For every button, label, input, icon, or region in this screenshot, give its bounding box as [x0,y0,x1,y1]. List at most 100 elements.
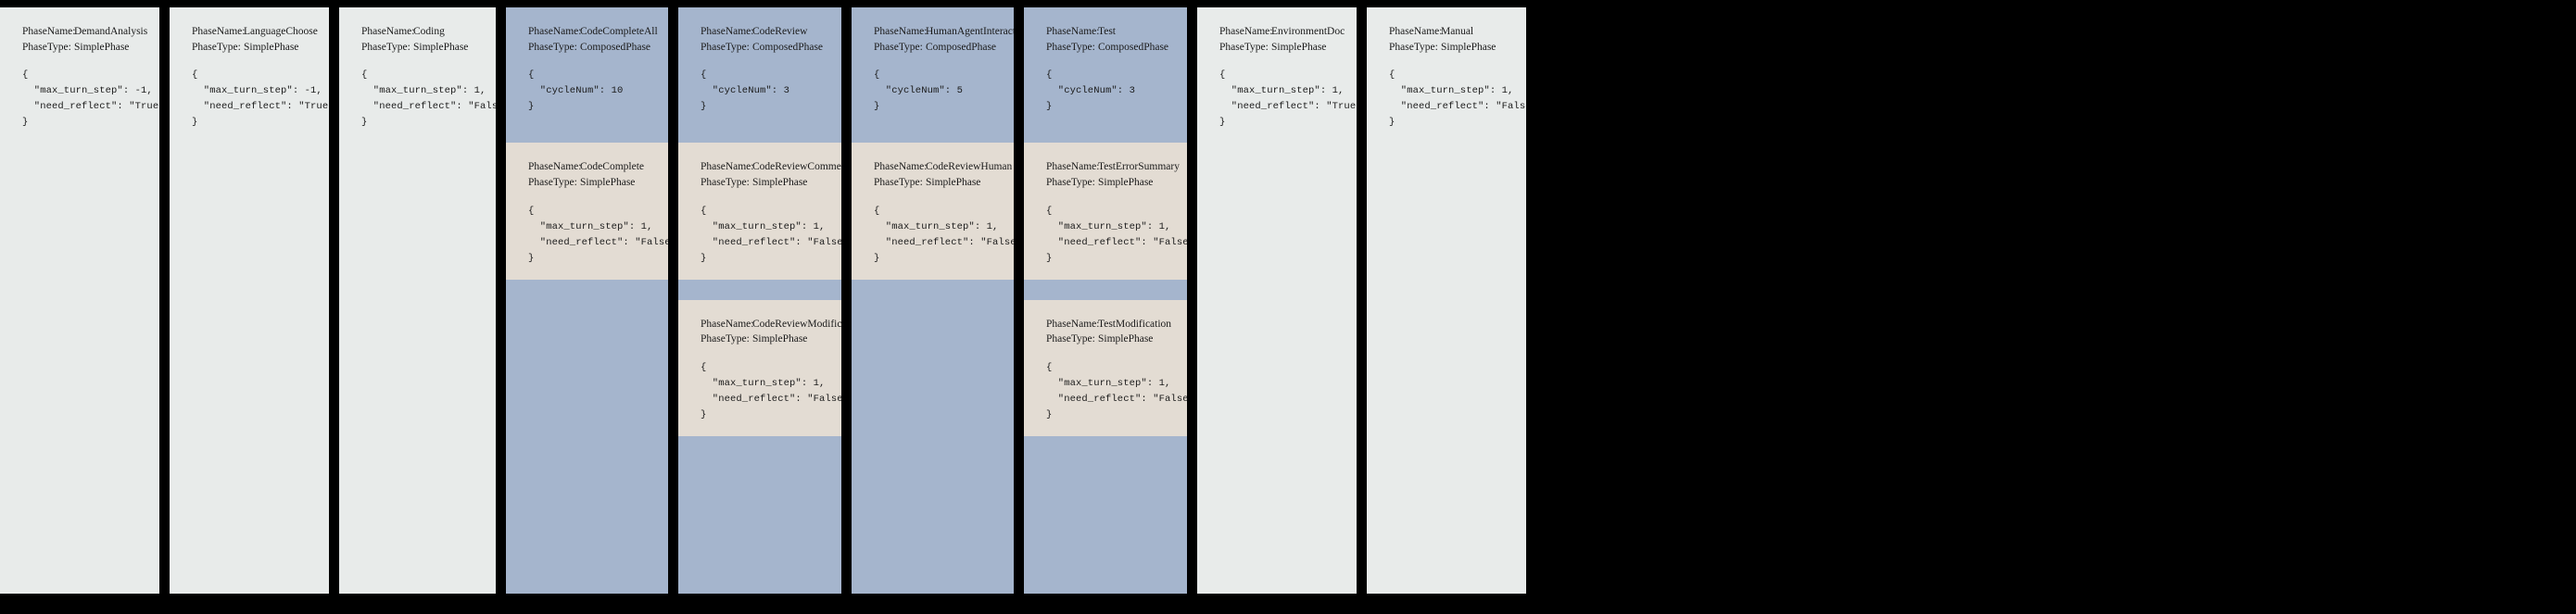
subphase-divider [1024,279,1187,300]
phase-type-row: PhaseType:SimplePhase [1219,40,1344,56]
phase-name-row: PhaseName:Manual [1389,24,1513,40]
phase-config-json-human-agent-interaction: { "cycleNum": 5 } [874,69,964,113]
card-filler [1197,140,1357,594]
phase-name-value-code-complete: CodeComplete [580,161,644,173]
composed-bottom-strip [1024,581,1187,594]
subphase-panel-code-review-modification[interactable]: PhaseName:CodeReviewModificationPhaseTyp… [678,299,841,437]
phase-type-value-code-review-human: SimplePhase [926,177,981,189]
phase-type-value-test-modification: SimplePhase [1098,333,1154,345]
phase-name-row: PhaseName:Coding [361,24,483,40]
phase-name-value-code-review: CodeReview [752,26,808,37]
phase-name-value-code-complete-all: CodeCompleteAll [580,26,658,37]
composed-bottom-strip [678,581,841,594]
phase-config-json-code-complete: { "max_turn_step": 1, "need_reflect": "F… [528,205,668,264]
phase-name-row: PhaseName:CodeComplete [528,159,655,175]
phase-name-label: PhaseName: [22,26,76,37]
phase-card-human-agent-interaction[interactable]: PhaseName:HumanAgentInteractionPhaseType… [852,7,1014,594]
phase-name-value-code-review-modification: CodeReviewModification [752,318,841,330]
phase-type-label: PhaseType: [1219,41,1269,53]
phase-type-row: PhaseType:SimplePhase [192,40,316,56]
phase-name-value-test-error-summary: TestErrorSummary [1098,161,1180,173]
phase-config-json-language-choose: { "max_turn_step": -1, "need_reflect": "… [192,69,329,129]
phase-type-label: PhaseType: [1389,41,1438,53]
phase-type-row: PhaseType:ComposedPhase [528,40,655,56]
phase-name-row: PhaseName:EnvironmentDoc [1219,24,1345,40]
phase-type-row: PhaseType:SimplePhase [1046,175,1174,191]
phase-config-json-code-review: { "cycleNum": 3 } [701,69,790,113]
phase-config-json-code-review-modification: { "max_turn_step": 1, "need_reflect": "F… [701,362,841,421]
phase-type-value-code-complete: SimplePhase [580,177,636,189]
phase-name-row: PhaseName:TestModification [1046,317,1174,332]
composed-filler [506,279,668,594]
phase-name-label: PhaseName: [1046,26,1100,37]
phase-name-row: PhaseName:DemandAnalysis [22,24,148,40]
subphase-divider [678,279,841,300]
phase-name-label: PhaseName: [1046,161,1100,173]
card-filler [0,140,159,594]
phase-name-label: PhaseName: [701,161,754,173]
phase-config-json-code-review-human: { "max_turn_step": 1, "need_reflect": "F… [874,205,1014,264]
phase-name-label: PhaseName: [528,161,582,173]
phase-name-value-coding: Coding [413,26,445,37]
phase-name-label: PhaseName: [1389,26,1443,37]
phase-type-value-test: ComposedPhase [1098,41,1169,53]
phase-type-row: PhaseType:ComposedPhase [874,40,1001,56]
phase-name-value-manual: Manual [1441,26,1474,37]
phase-name-row: PhaseName:LanguageChoose [192,24,318,40]
phase-name-value-code-review-human: CodeReviewHuman [926,161,1013,173]
phase-name-value-test-modification: TestModification [1098,318,1172,330]
phase-config-json-environment-doc: { "max_turn_step": 1, "need_reflect": "T… [1219,69,1357,129]
phase-name-label: PhaseName: [528,26,582,37]
phase-type-row: PhaseType:ComposedPhase [1046,40,1174,56]
phase-name-row: PhaseName:Test [1046,24,1174,40]
phase-name-row: PhaseName:CodeReview [701,24,828,40]
phase-name-label: PhaseName: [701,318,754,330]
phase-config-json-code-complete-all: { "cycleNum": 10 } [528,69,624,113]
phase-config-json-manual: { "max_turn_step": 1, "need_reflect": "F… [1389,69,1526,129]
phase-type-row: PhaseType:SimplePhase [701,332,828,347]
phase-name-value-test: Test [1098,26,1116,37]
phase-type-label: PhaseType: [1046,41,1095,53]
phase-panel-human-agent-interaction[interactable]: PhaseName:HumanAgentInteractionPhaseType… [852,7,1014,125]
composed-header-spacer [506,124,668,144]
phase-type-value-code-review-modification: SimplePhase [752,333,808,345]
composed-header-spacer [678,124,841,144]
phase-config-json-test: { "cycleNum": 3 } [1046,69,1136,113]
phase-type-label: PhaseType: [528,41,577,53]
phase-name-row: PhaseName:CodeReviewModification [701,317,841,332]
phase-type-label: PhaseType: [22,41,71,53]
phase-type-label: PhaseType: [361,41,410,53]
phase-name-value-demand-analysis: DemandAnalysis [74,26,148,37]
phase-name-row: PhaseName:CodeCompleteAll [528,24,658,40]
phase-type-label: PhaseType: [1046,333,1095,345]
phase-config-json-demand-analysis: { "max_turn_step": -1, "need_reflect": "… [22,69,159,129]
phase-type-value-code-complete-all: ComposedPhase [580,41,651,53]
phase-type-row: PhaseType:SimplePhase [361,40,483,56]
phase-type-label: PhaseType: [701,177,750,189]
phase-name-value-language-choose: LanguageChoose [244,26,318,37]
phase-name-label: PhaseName: [874,26,928,37]
composed-header-spacer [1024,124,1187,144]
phase-name-row: PhaseName:CodeReviewComment [701,159,841,175]
